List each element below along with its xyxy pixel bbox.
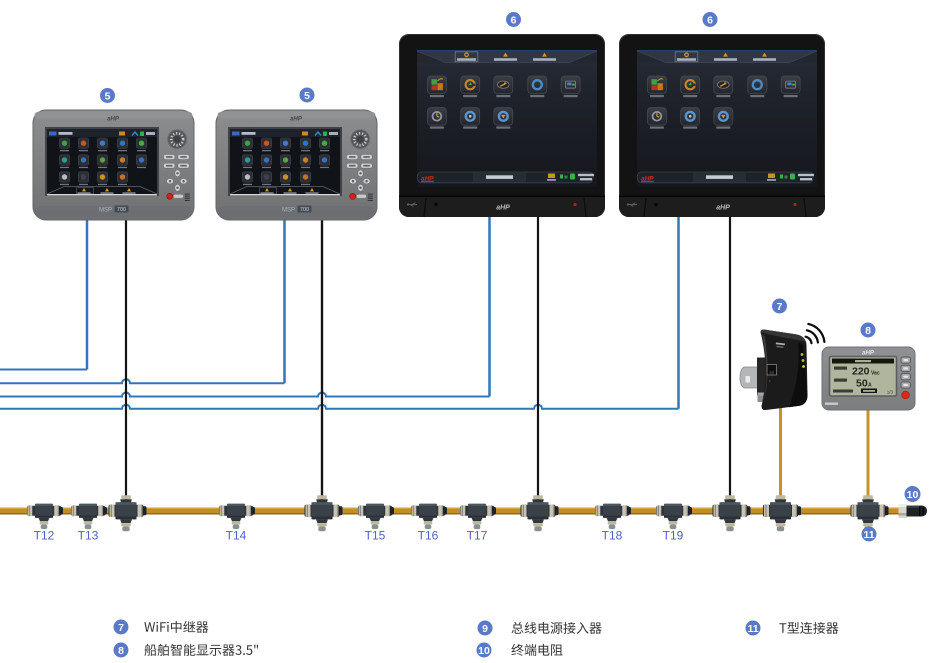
svg-text:5: 5 <box>105 90 111 102</box>
svg-text:10: 10 <box>907 489 919 501</box>
svg-text:T13: T13 <box>78 529 99 543</box>
svg-text:T14: T14 <box>226 529 247 543</box>
svg-text:T16: T16 <box>418 529 439 543</box>
svg-text:Vac: Vac <box>871 371 880 377</box>
svg-text:1/3: 1/3 <box>887 390 894 395</box>
svg-text:5: 5 <box>304 90 310 102</box>
svg-text:11: 11 <box>747 623 758 635</box>
svg-text:7: 7 <box>777 301 783 313</box>
svg-text:11: 11 <box>863 529 874 541</box>
svg-text:8: 8 <box>118 645 124 657</box>
svg-text:T17: T17 <box>467 529 488 543</box>
svg-text:220: 220 <box>852 366 870 378</box>
svg-text:50: 50 <box>856 378 868 390</box>
svg-text:T12: T12 <box>34 529 55 543</box>
svg-text:8: 8 <box>865 325 871 337</box>
svg-text:T15: T15 <box>365 529 386 543</box>
svg-text:10: 10 <box>478 645 490 657</box>
svg-text:aHP: aHP <box>862 351 875 357</box>
svg-text:9: 9 <box>482 623 488 635</box>
svg-text:T19: T19 <box>663 529 684 543</box>
svg-text:7: 7 <box>118 622 124 634</box>
svg-text:6: 6 <box>707 14 713 26</box>
svg-text:T18: T18 <box>602 529 623 543</box>
svg-text:A: A <box>868 383 872 389</box>
svg-text:6: 6 <box>511 14 517 26</box>
